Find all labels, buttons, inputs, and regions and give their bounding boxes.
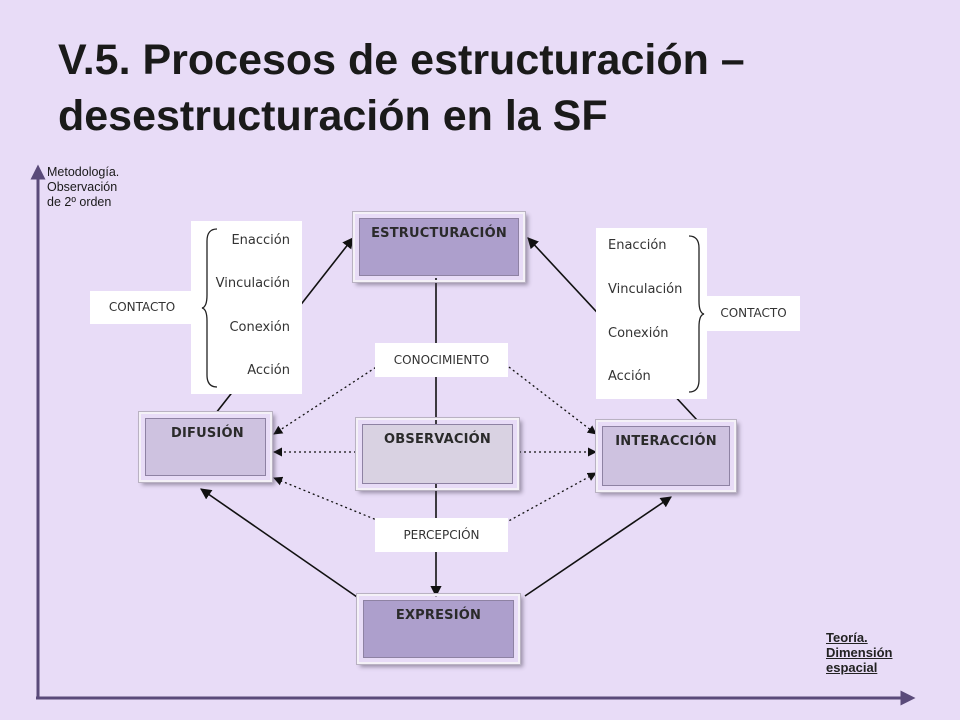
- node-interaccion-label: INTERACCIÓN: [615, 434, 717, 449]
- dotted-conocimiento-to-interaccion: [504, 363, 597, 435]
- node-estructuracion: ESTRUCTURACIÓN: [352, 211, 526, 283]
- right-item-accion: Acción: [608, 369, 651, 384]
- percepcion-label: PERCEPCIÓN: [375, 518, 508, 552]
- left-contact-list: Enacción Vinculación Conexión Acción: [191, 221, 302, 394]
- node-expresion: EXPRESIÓN: [356, 593, 521, 665]
- right-contact-list: Enacción Vinculación Conexión Acción: [596, 228, 707, 399]
- left-contact-text: CONTACTO: [108, 300, 176, 314]
- percepcion-text: PERCEPCIÓN: [403, 528, 480, 542]
- conocimiento-label: CONOCIMIENTO: [375, 343, 508, 377]
- node-observacion-label: OBSERVACIÓN: [384, 432, 491, 447]
- y-axis-label: Metodología. Observación de 2º orden: [47, 165, 119, 210]
- right-brace-icon: [688, 235, 705, 393]
- right-contact-text: CONTACTO: [720, 306, 787, 320]
- right-item-conexion: Conexión: [608, 326, 669, 341]
- node-interaccion: INTERACCIÓN: [595, 419, 737, 493]
- x-label-line-1: Teoría.: [826, 630, 868, 645]
- left-item-conexion: Conexión: [229, 320, 290, 335]
- right-item-enaccion: Enacción: [608, 238, 667, 253]
- node-observacion: OBSERVACIÓN: [355, 417, 520, 491]
- left-item-vinculacion: Vinculación: [215, 276, 290, 291]
- dotted-conocimiento-to-difusion: [273, 361, 385, 435]
- x-label-line-3: espacial: [826, 660, 878, 675]
- node-expresion-label: EXPRESIÓN: [395, 608, 482, 623]
- node-difusion: DIFUSIÓN: [138, 411, 273, 483]
- dotted-percepcion-to-interaccion: [504, 472, 597, 524]
- left-item-accion: Acción: [247, 363, 290, 378]
- left-item-enaccion: Enacción: [231, 233, 290, 248]
- arrow-expresion-to-difusion: [200, 488, 358, 598]
- right-item-vinculacion: Vinculación: [608, 282, 683, 297]
- arrow-expresion-to-interaccion: [524, 496, 672, 597]
- node-difusion-label: DIFUSIÓN: [171, 426, 244, 441]
- title-line-1: V.5. Procesos de estructuración –: [58, 36, 745, 84]
- x-axis-label: Teoría. Dimensión espacial: [826, 630, 906, 675]
- conocimiento-text: CONOCIMIENTO: [393, 353, 490, 367]
- node-estructuracion-label: ESTRUCTURACIÓN: [371, 226, 507, 241]
- y-label-line-2: Observación: [47, 180, 118, 194]
- page-title: V.5. Procesos de estructuración – desest…: [58, 32, 938, 144]
- left-brace-icon: [201, 228, 218, 388]
- left-contact-label: CONTACTO: [90, 291, 194, 324]
- right-contact-label: CONTACTO: [707, 296, 800, 331]
- y-label-line-1: Metodología.: [47, 165, 120, 179]
- title-line-2: desestructuración en la SF: [58, 92, 608, 140]
- x-label-line-2: Dimensión: [826, 645, 893, 660]
- y-label-line-3: de 2º orden: [47, 195, 112, 209]
